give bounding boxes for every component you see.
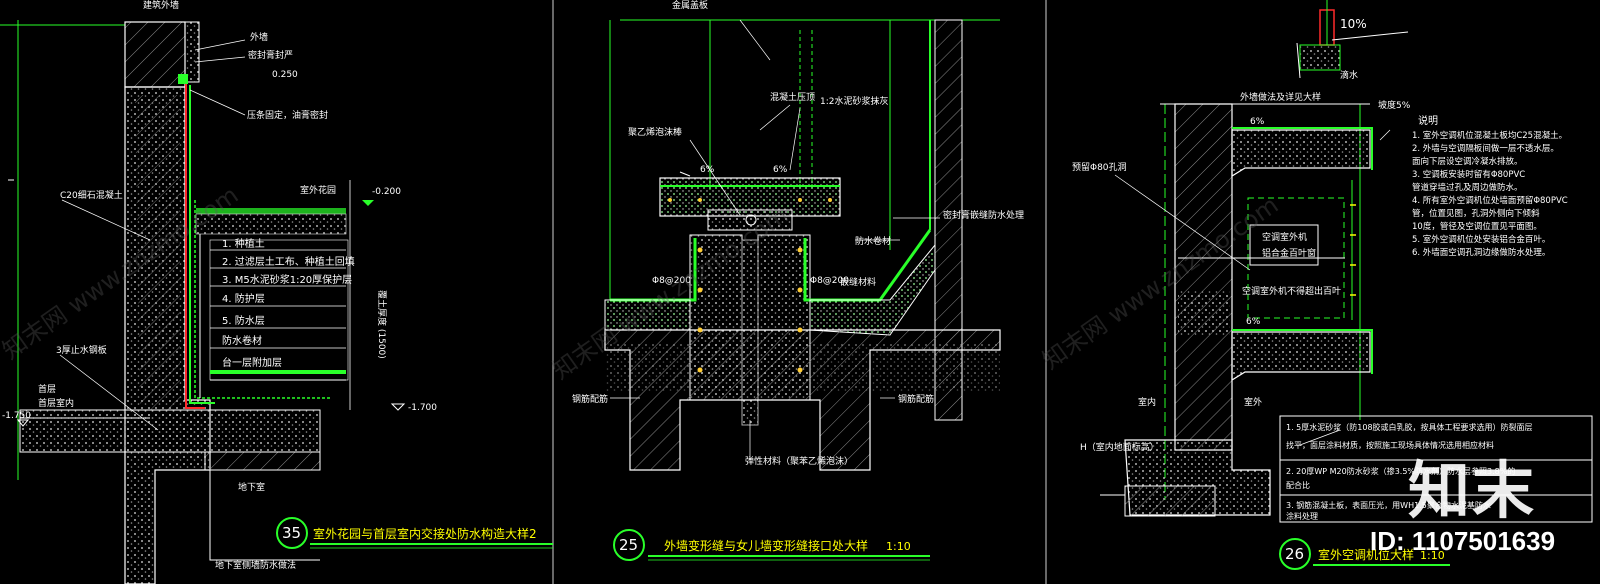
d26-number: 26 xyxy=(1285,545,1304,563)
d26-ac-note: 空调室外机不得超出百叶 xyxy=(1242,285,1341,297)
d25-seal-mat: 嵌缝材料 xyxy=(840,276,876,288)
d35-layer-1: 1. 种植土 xyxy=(222,237,265,250)
d25-number: 25 xyxy=(619,536,638,554)
d26-louver: 铝合金百叶窗 xyxy=(1262,247,1316,259)
d35-dim-small: 0.250 xyxy=(272,70,298,80)
d26-construction-row: 找平，面层涂料材质，按照施工现场具体情况选用相应材料 xyxy=(1286,440,1494,450)
d26-note-item: 管道穿墙过孔及周边做防水。 xyxy=(1412,182,1523,193)
d26-construction-row: 配合比 xyxy=(1286,480,1310,490)
d35-top-label: 建筑外墙 xyxy=(143,0,179,11)
d25-mortar: 1:2水泥砂浆抹灰 xyxy=(820,95,889,107)
d26-slope-top: 6% xyxy=(1250,117,1265,127)
d26-hole: 预留Φ80孔洞 xyxy=(1072,161,1127,173)
d35-indoor2: 首层室内 xyxy=(38,397,74,409)
d26-note-item: 10度，管径及空调位置见平面图。 xyxy=(1412,221,1542,232)
d26-ac: 空调室外机 xyxy=(1262,231,1307,243)
d25-pe-rod: 聚乙烯泡沫棒 xyxy=(628,126,682,138)
detail-26 xyxy=(1100,0,1593,570)
d26-construction-row: 1. 5厚水泥砂浆（防108胶或白乳胶，按具体工程要求选用）防裂面层 xyxy=(1286,422,1533,432)
d26-pct-top: 10% xyxy=(1340,17,1367,31)
d25-slope-r: 6% xyxy=(773,165,788,175)
d25-rebar-l: Φ8@200 xyxy=(652,276,691,286)
d35-indoor1: 首层 xyxy=(38,383,56,395)
d35-basement: 地下室 xyxy=(238,481,265,493)
d26-construction-row: 3. 钢筋混凝土板，表面压光，用WH1.5聚合物水泥基防水 xyxy=(1286,500,1491,510)
d35-number: 35 xyxy=(282,524,301,542)
d35-layer-6: 防水卷材 xyxy=(222,334,262,347)
d26-scale: 1:10 xyxy=(1420,549,1445,562)
d26-slope-sn: 坡度5% xyxy=(1378,99,1411,111)
d35-outer-wall: 外墙 xyxy=(250,31,268,43)
d35-layer-2: 2. 过滤层土工布、种植土回填 xyxy=(222,255,355,268)
d35-stop: 3厚止水钢板 xyxy=(56,344,107,356)
d26-note-item: 6. 外墙面空调孔洞边缘做防水处理。 xyxy=(1412,247,1550,258)
d35-layer-5: 5. 防水层 xyxy=(222,314,265,327)
d35-layer-3: 3. M5水泥砂浆1:20厚保护层 xyxy=(222,273,352,286)
d25-title: 外墙变形缝与女儿墙变形缝接口处大样 xyxy=(664,538,868,553)
d26-h-label: H（室内地面标高） xyxy=(1080,441,1159,453)
d35-garden: 室外花园 xyxy=(300,184,336,196)
d26-notes: 1. 室外空调机位混凝土板均C25混凝土。 2. 外墙与空调隔板间做一层不透水层… xyxy=(1412,130,1568,258)
d25-waterproof: 防水卷材 xyxy=(855,235,891,247)
detail-35 xyxy=(0,20,553,584)
watermark-text: 知末网 www.znzmo.com xyxy=(0,181,244,365)
d25-concrete: 混凝土压顶 xyxy=(770,91,815,103)
d26-note-item: 3. 空调板安装时留有Φ80PVC xyxy=(1412,169,1525,180)
d25-rebar-r: Φ8@200 xyxy=(810,276,849,286)
d35-layer-4: 4. 防护层 xyxy=(222,292,265,305)
d26-note-item: 1. 室外空调机位混凝土板均C25混凝土。 xyxy=(1412,130,1567,141)
d26-slope-mid: 6% xyxy=(1246,317,1261,327)
d25-left-base: 钢筋配筋 xyxy=(572,393,608,405)
d26-note-item: 5. 室外空调机位处安装铝合金百叶。 xyxy=(1412,234,1550,245)
d26-construction-row: 涂料处理 xyxy=(1286,511,1318,521)
d25-top: 金属盖板 xyxy=(672,0,708,11)
d26-notes-title: 说明 xyxy=(1418,114,1438,127)
d25-scale: 1:10 xyxy=(886,540,911,553)
image-id-label: ID: 1107501639 xyxy=(1370,526,1556,556)
d26-note-top: 外墙做法及详见大样 xyxy=(1240,91,1321,103)
d35-elev-left: -1.750 xyxy=(2,411,31,421)
d35-seal: 密封膏封严 xyxy=(248,49,293,61)
d25-vertical-seal: 密封膏嵌缝防水处理 xyxy=(943,209,1024,221)
d26-title: 室外空调机位大样 xyxy=(1318,547,1414,562)
d26-drain: 滴水 xyxy=(1340,69,1358,81)
d26-indoor: 室内 xyxy=(1138,396,1156,408)
d35-elev-top: -0.200 xyxy=(372,187,401,197)
d35-concrete: C20细石混凝土 xyxy=(60,189,123,201)
d25-slope-l: 6% xyxy=(700,165,715,175)
d35-layer-7: 台一层附加层 xyxy=(222,356,282,369)
d35-press: 压条固定，油膏密封 xyxy=(247,109,328,121)
detail-25 xyxy=(604,19,1001,561)
d26-note-item: 2. 外墙与空调隔板间做一层不透水层。 xyxy=(1412,143,1559,154)
d35-title: 室外花园与首层室内交接处防水构造大样2 xyxy=(313,526,537,541)
d26-outdoor: 室外 xyxy=(1244,396,1262,408)
d26-construction-row: 2. 20厚WP M20防水砂浆（掺3.5%防水剂）防水层参照3.8%的 xyxy=(1286,466,1515,476)
d26-note-item: 4. 所有室外空调机位处墙面预留Φ80PVC xyxy=(1412,195,1568,206)
d26-construction-table: 1. 5厚水泥砂浆（防108胶或白乳胶，按具体工程要求选用）防裂面层 找平，面层… xyxy=(1286,422,1533,521)
d26-note-item: 管，位置见图，孔洞外侧向下倾斜 xyxy=(1412,208,1540,219)
d35-elev-bottom: -1.700 xyxy=(408,403,437,413)
d26-note-item: 面向下层设空调冷凝水排放。 xyxy=(1412,156,1523,167)
d35-dim-vertical: 覆土厚度 (1500) xyxy=(376,290,388,359)
d25-filler: 弹性材料（聚苯乙烯泡沫） xyxy=(745,455,853,467)
brand-logo: 知末 xyxy=(1408,457,1537,526)
d25-right-base: 钢筋配筋 xyxy=(898,393,934,405)
d35-basement-note: 地下室侧墙防水做法 xyxy=(215,559,296,571)
